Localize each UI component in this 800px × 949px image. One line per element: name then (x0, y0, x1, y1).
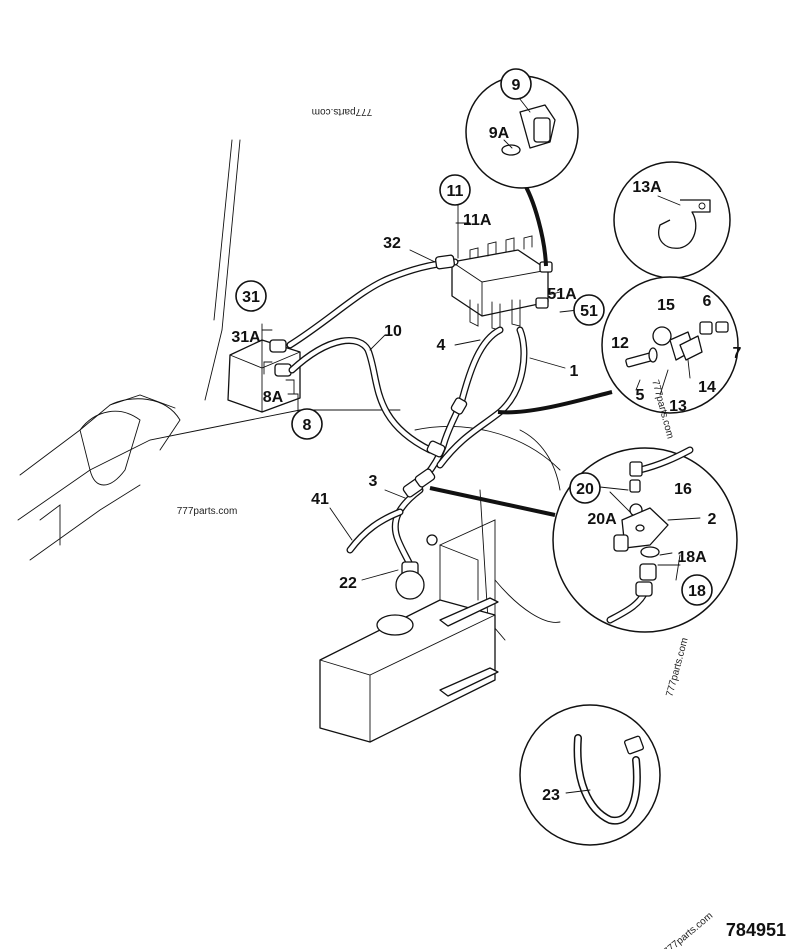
callout-14: 14 (698, 379, 716, 396)
callout-1: 1 (570, 363, 579, 380)
callout-9a: 9A (489, 125, 510, 142)
callout-2: 2 (708, 511, 717, 528)
hoses (286, 258, 528, 582)
detail-circle-23 (519, 704, 661, 846)
callout-51: 51 (580, 303, 598, 320)
callout-51a: 51A (547, 286, 577, 303)
callout-11a: 11A (463, 212, 492, 229)
callout-11: 11 (447, 183, 464, 200)
detail-circle-clamp (601, 276, 739, 414)
fittings (401, 254, 468, 577)
callout-12: 12 (611, 335, 629, 352)
callout-7: 7 (733, 345, 742, 362)
callout-18a: 18A (677, 549, 707, 566)
callout-3: 3 (369, 473, 378, 490)
callout-8: 8 (303, 417, 312, 434)
machine-outline (17, 139, 561, 641)
callout-6: 6 (703, 293, 712, 310)
watermark-left: 777parts.com (177, 506, 238, 517)
callout-9: 9 (512, 77, 521, 94)
callout-18: 18 (688, 583, 706, 600)
watermark-top: 777parts.com (312, 106, 373, 117)
callout-20: 20 (576, 481, 594, 498)
callout-labels: 9 9A 11 11A 13A 32 31 31A 8A 8 10 4 1 51… (231, 77, 741, 804)
callout-31a: 31A (231, 329, 261, 346)
callout-32: 32 (383, 235, 401, 252)
circled-callouts (235, 68, 713, 606)
callout-41: 41 (311, 491, 329, 508)
callout-31: 31 (242, 289, 260, 306)
callout-13a: 13A (632, 179, 662, 196)
callout-13: 13 (669, 398, 687, 415)
callout-23: 23 (542, 787, 560, 804)
hydraulic-tank (319, 519, 499, 743)
callout-20a: 20A (587, 511, 617, 528)
callout-15: 15 (657, 297, 675, 314)
watermark-bottom: 777parts.com (662, 910, 715, 949)
callout-5: 5 (636, 387, 645, 404)
drawing-number: 784951 (726, 920, 786, 940)
callout-10: 10 (384, 323, 402, 340)
callout-16: 16 (674, 481, 692, 498)
callout-4: 4 (437, 337, 446, 354)
watermark-right: 777parts.com (664, 637, 690, 698)
callout-8a: 8A (263, 389, 284, 406)
control-valve (451, 235, 553, 331)
callout-22: 22 (339, 575, 357, 592)
leader-lines (261, 178, 613, 581)
detail-circle-9 (465, 75, 579, 189)
